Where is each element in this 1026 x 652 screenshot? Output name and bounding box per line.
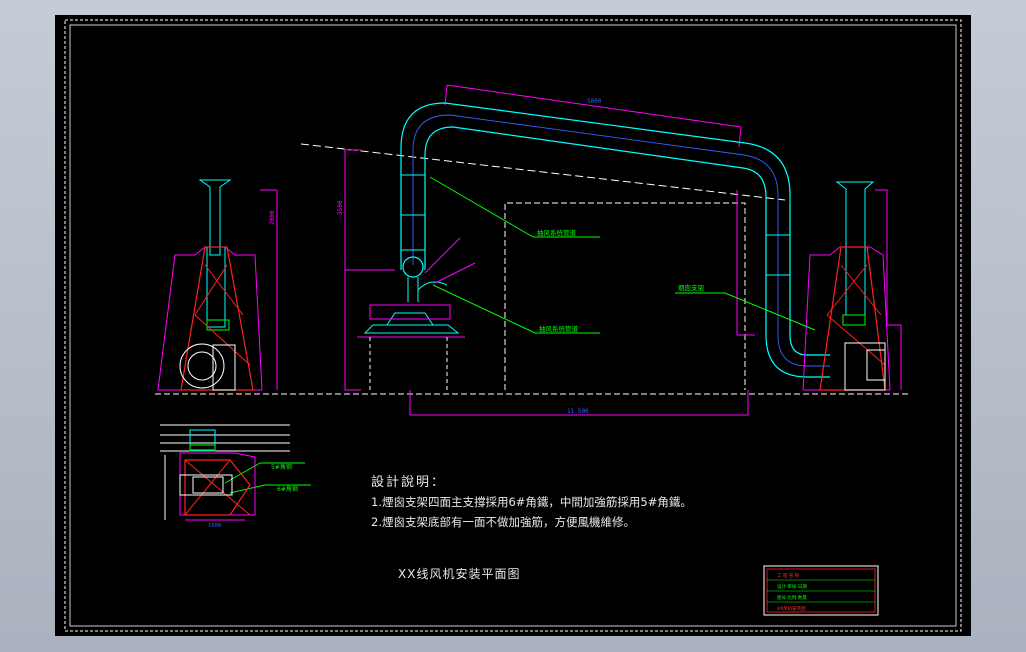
label-angle-5: 5#角钢 — [271, 463, 292, 471]
label-chimney-support: 烟囱支架 — [678, 283, 705, 292]
note-line-2: 2.煙囪支架底部有一面不做加強筋，方便風機維修。 — [371, 515, 635, 529]
booth-outline: 11 500 — [409, 190, 755, 416]
cad-drawing: 2000 3500 5000 — [64, 19, 962, 632]
label-exhaust-duct: 抽风系统管道 — [537, 228, 577, 237]
top-dimension: 5000 — [444, 84, 742, 148]
drawing-sheet[interactable]: 2000 3500 5000 — [55, 15, 971, 636]
dim-plan: 1000 — [208, 523, 221, 529]
dim-bottom: 11 500 — [567, 408, 589, 415]
label-angle-6: 6#角钢 — [277, 485, 298, 493]
plan-view: 1000 — [160, 424, 290, 529]
dim-height: 3500 — [337, 200, 344, 215]
main-duct — [357, 102, 830, 390]
label-branch-duct: 抽风系统管道 — [539, 324, 579, 333]
dim-top-duct: 5000 — [587, 98, 602, 105]
drawing-title: XX线风机安装平面图 — [398, 567, 521, 581]
title-block-row1: 工 程 名 称 — [777, 572, 800, 579]
title-block-row3: 图号 比例 数量 — [777, 594, 807, 601]
left-chimney-assembly: 2000 — [157, 179, 278, 391]
dim-chimney-left: 2000 — [269, 210, 276, 225]
title-block-row4: XX风机安装图 — [777, 605, 806, 612]
height-dimension: 3500 — [337, 149, 395, 391]
title-block: 工 程 名 称 设计 审核 日期 图号 比例 数量 XX风机安装图 — [763, 565, 879, 616]
title-block-row2: 设计 审核 日期 — [777, 583, 807, 590]
sheet-border — [64, 19, 962, 632]
notes-title: 設計說明： — [371, 475, 447, 490]
note-line-1: 1.煙囪支架四面主支撐採用6#角鐵，中間加強筋採用5#角鐵。 — [371, 495, 692, 509]
right-chimney-assembly — [802, 181, 902, 391]
reference-line — [300, 143, 786, 201]
leaders — [224, 176, 816, 494]
